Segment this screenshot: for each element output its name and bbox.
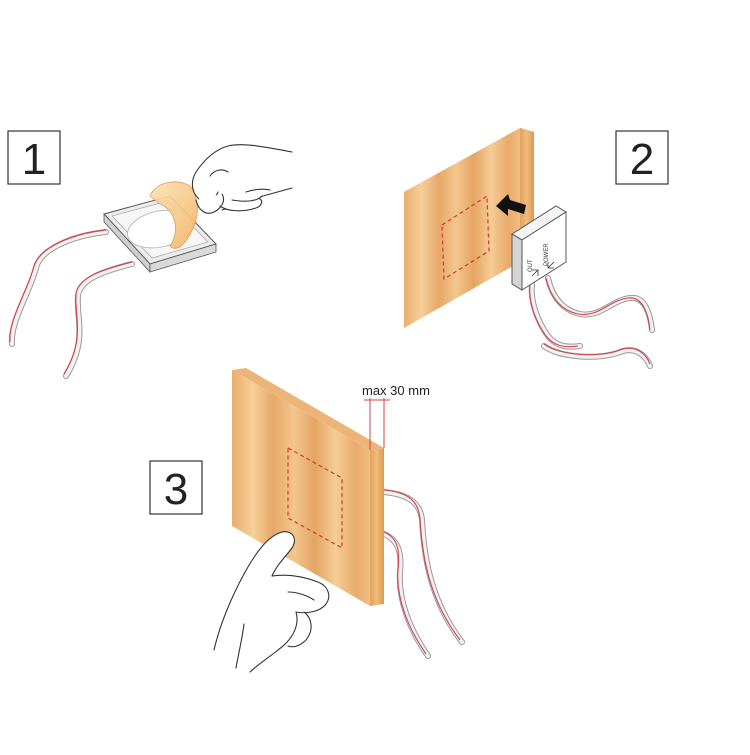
step-2-number: 2 (630, 135, 654, 184)
step-3-number: 3 (164, 465, 188, 514)
thickness-dimension-label: max 30 mm (362, 383, 430, 398)
step-3-number-box (149, 460, 203, 515)
step-1-number: 1 (22, 135, 46, 184)
step-2-number-box (615, 130, 669, 185)
port-power-arrow-icon (547, 261, 555, 269)
step-2-control-module: OUT POWER (511, 205, 567, 291)
step-1: 1 (7, 130, 293, 379)
step-1-hand (191, 144, 293, 214)
step-2: 2 OUT POWER (404, 128, 669, 369)
port-out-arrow-icon (531, 269, 539, 277)
step-3-wood-board (232, 368, 384, 606)
step-2-cables (528, 275, 655, 369)
step-1-number-box (7, 130, 61, 185)
step-1-peeling-film (149, 181, 198, 249)
step-2-wood-board (404, 128, 534, 328)
thickness-dimension: max 30 mm (362, 383, 430, 450)
step-3-cables (381, 489, 465, 659)
step-3-hand (213, 531, 330, 673)
port-power-label: POWER (544, 243, 550, 266)
step-2-direction-arrow (496, 194, 526, 216)
step-1-cables (8, 229, 135, 379)
step-2-mount-area (441, 194, 490, 281)
port-out-label: OUT (528, 259, 534, 272)
step-3: 3 max 30 mm (149, 368, 465, 673)
